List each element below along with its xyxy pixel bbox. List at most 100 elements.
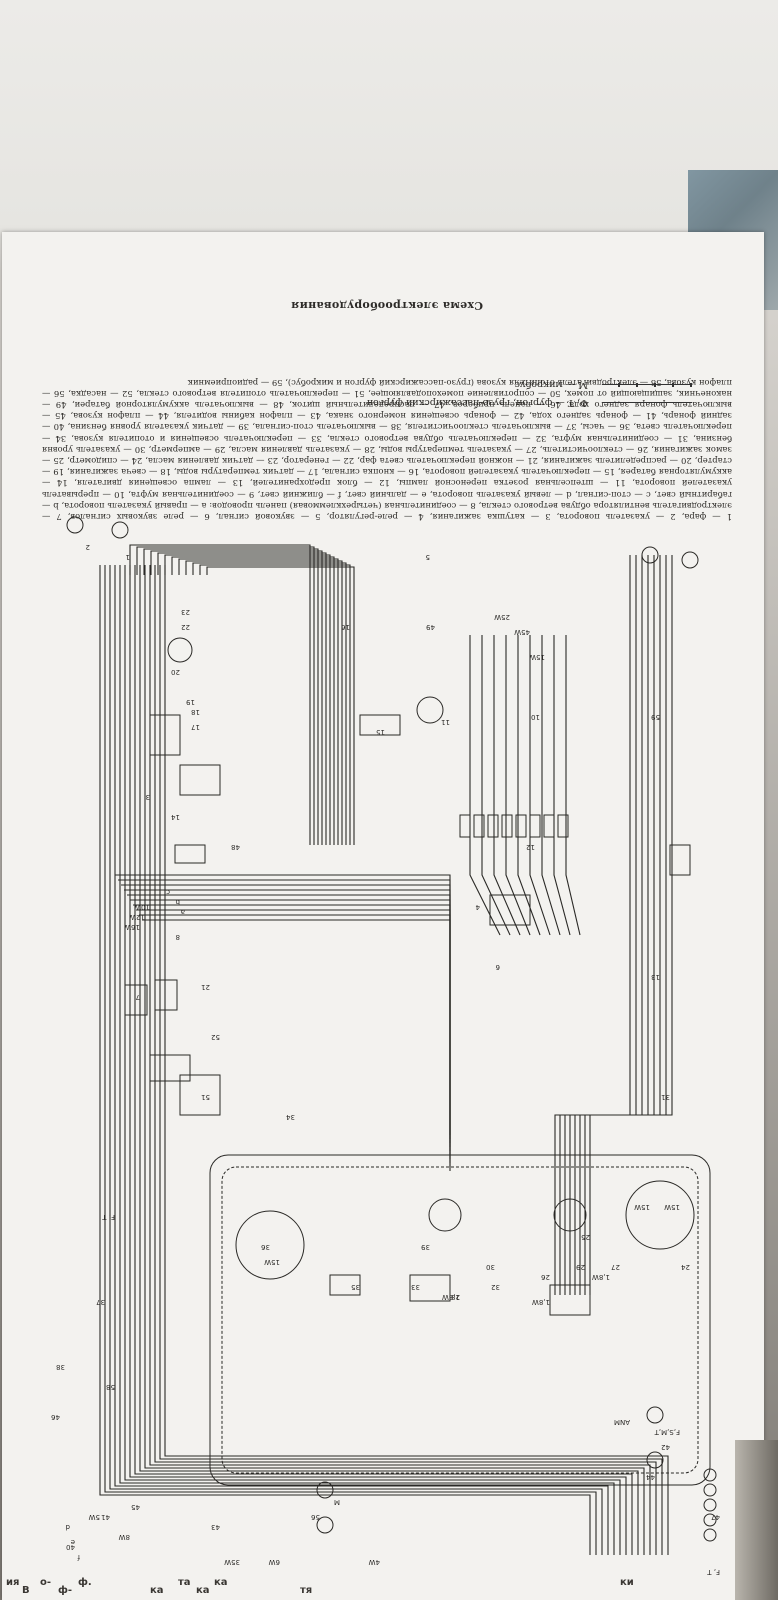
gauge-circle [235,1210,305,1280]
fuse [515,814,527,838]
component-number-label: 32 [491,1283,500,1291]
wire-fuse-feed [529,635,551,936]
component-number-label: 47 [711,1513,720,1521]
wire-fuse-feed [541,635,561,936]
component-box [179,764,221,796]
component-number-label: 59 [651,713,660,721]
wire-harness-left [119,565,615,1555]
component-number-label: 39 [421,1243,430,1251]
lamp-wattage-label: 15W [634,1203,650,1211]
rear-lamp-symbol [703,1528,717,1542]
wire-fuse-feed [565,635,581,936]
component-number-label: 42 [661,1443,670,1451]
lamp-symbol [646,1451,664,1469]
lamp-symbol [111,521,129,539]
connector-letter: a [181,908,185,916]
component-number-label: 20 [171,668,180,676]
component-number-label: 41 [101,1513,110,1521]
wire-harness-left [164,565,669,1555]
variant-label: F, T [707,1568,720,1575]
component-number-label: 28 [451,1293,460,1301]
fuse [487,814,499,838]
component-number-label: 56 [311,1513,320,1521]
fuse [501,814,513,838]
component-number-label: 25 [581,1233,590,1241]
component-number-label: 8 [176,933,180,941]
battery-symbol [174,844,206,864]
component-number-label: 34 [286,1113,295,1121]
wire-harness-left [109,565,603,1555]
sheet-fold-shadow [735,1440,778,1600]
connector-letter: e [71,1538,75,1546]
fuse [459,814,471,838]
schematic-sheet [2,232,764,1600]
lamp-symbol [646,1406,664,1424]
component-box [359,714,401,736]
component-box [149,714,181,756]
rear-lamp-symbol [703,1483,717,1497]
wire-code-label: 15W [529,653,545,661]
lamp-symbol [681,551,699,569]
wire-upper [164,554,331,845]
legend-line-dotted [602,384,692,386]
wire-code-label: 8W [119,1533,130,1541]
wire-run [139,914,451,1167]
wire-upper [199,564,351,845]
lamp-symbol [66,516,84,534]
component-number-label: 40 [66,1543,75,1551]
component-box [409,1274,451,1302]
component-number-label: 16 [341,623,350,631]
wire-fuse-feed [493,635,521,936]
instrument-panel-outline [209,1154,711,1486]
connector-letter: f [77,1553,80,1561]
component-number-label: 29 [576,1263,585,1271]
component-number-label: 11 [441,718,450,726]
component-number-label: 45 [131,1503,140,1511]
component-number-label: 52 [211,1033,220,1041]
wire-harness-left [134,565,633,1555]
distributor-symbol [167,637,193,663]
component-number-label: 26 [541,1273,550,1281]
rear-lamp-symbol [703,1468,717,1482]
component-box [149,1054,191,1082]
component-number-label: 1 [126,553,130,561]
component-number-label: 2 [86,543,90,551]
wire-harness-left [129,565,627,1555]
component-number-label: 7 [136,993,140,1001]
component-number-label: 46 [51,1413,60,1421]
edge-text-fragment: ка [214,1577,228,1588]
wire-harness-left [124,565,621,1555]
connector-letter: d [66,1523,70,1531]
wire-upper [143,548,319,845]
wire-upper [192,562,347,845]
wire-fuse-feed [517,635,541,936]
component-number-label: 51 [201,1093,210,1101]
variant-label: F,S,M,T [654,1428,680,1436]
component-number-label: 38 [56,1363,65,1371]
component-number-label: 10 [531,713,540,721]
rear-lamp-symbol [703,1498,717,1512]
lamp-wattage-label: 1,8W [532,1298,550,1306]
component-number-label: 4 [475,903,480,911]
rear-lamp-symbol [703,1513,717,1527]
wire-run [121,884,451,1143]
component-number-label: 21 [201,983,210,991]
wire-fuse-feed [481,635,511,936]
wire-run [124,889,451,1147]
wire-harness-left [99,565,591,1555]
component-number-label: 13 [651,973,660,981]
lamp-symbol [316,1481,334,1499]
component-number-label: 33 [411,1283,420,1291]
variant-label: ANM [614,1418,630,1426]
component-number-label: 18 [191,708,200,716]
gauge-circle [428,1198,462,1232]
fuse [557,814,569,838]
component-box [669,844,691,876]
wire-harness-left [149,565,651,1555]
wire-run [142,919,451,1171]
component-box [179,1074,221,1116]
component-number-label: 12 [526,843,535,851]
edge-text-fragment: тя [300,1585,313,1596]
legend: Ф, Т — фургон, грузо-пассажирский фургон… [352,376,692,412]
component-number-label: 3 [146,793,150,801]
